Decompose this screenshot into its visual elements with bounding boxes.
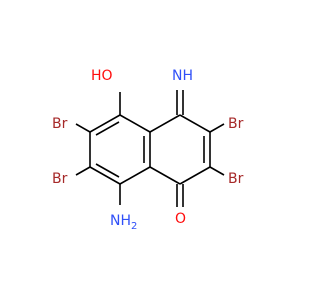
bond-c7-c8-inner — [95, 163, 120, 178]
bond-c4a-c5 — [119, 114, 151, 133]
bond-c4-c3 — [179, 114, 211, 133]
bond-c7-c8 — [89, 166, 121, 185]
bond-c4a-c4 — [149, 114, 181, 133]
atom-labels: HO NH Br Br Br Br NH2 O — [52, 68, 244, 232]
bond-c5-c6 — [89, 114, 121, 133]
label-bromine-c2: Br — [228, 171, 244, 187]
label-amino-text: NH — [110, 213, 131, 229]
bond-c2-c1 — [179, 166, 211, 185]
structure-drawing: HO NH Br Br Br Br NH2 O — [52, 68, 244, 232]
label-amino: NH2 — [110, 213, 137, 232]
label-bromine-c7: Br — [52, 171, 68, 187]
bond-group — [75, 90, 225, 207]
label-bromine-c6: Br — [52, 116, 68, 132]
bond-c2-br — [209, 166, 225, 176]
label-ketone-oxygen: O — [175, 211, 186, 227]
bond-c8-c8a — [119, 166, 151, 185]
label-amino-subscript: 2 — [131, 221, 137, 232]
label-hydroxyl: HO — [91, 68, 113, 84]
bond-c6-br — [75, 123, 91, 133]
bond-c7-br — [75, 166, 91, 176]
bond-c5-c6-inner — [95, 121, 120, 136]
label-bromine-c3: Br — [228, 116, 244, 132]
label-imine: NH — [172, 68, 193, 84]
bond-c1-c8a — [149, 166, 181, 185]
bond-c3-br — [209, 123, 225, 133]
